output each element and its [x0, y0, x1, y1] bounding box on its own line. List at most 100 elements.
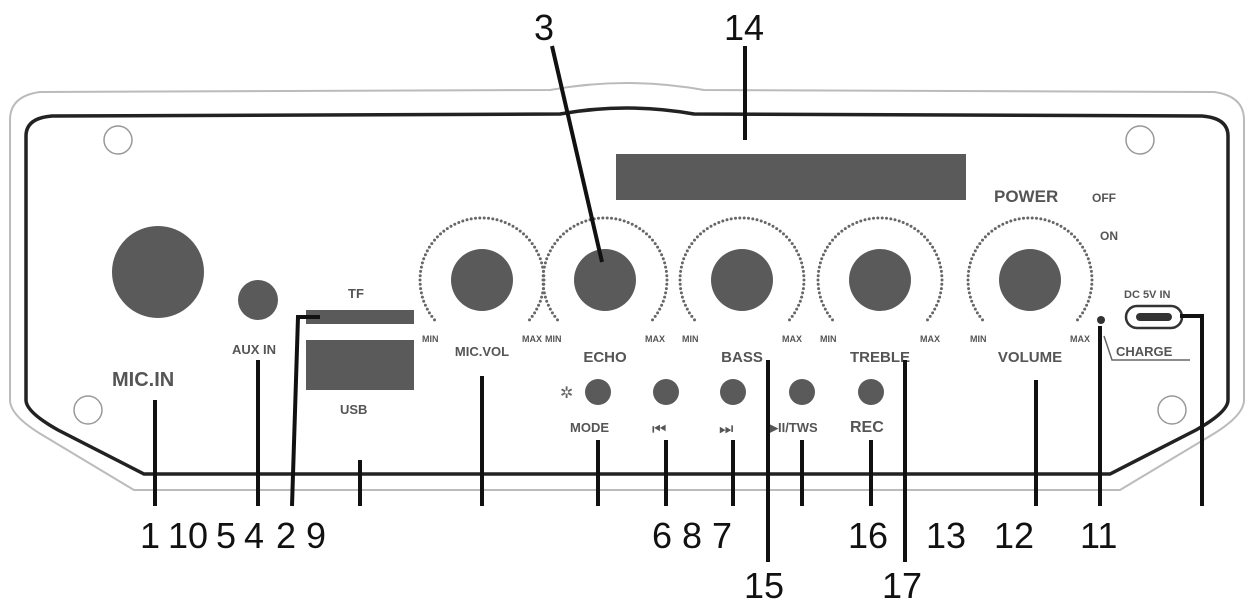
mic-vol-scale-dot — [433, 238, 436, 242]
treble-scale-dot — [820, 257, 824, 261]
bass-knob[interactable] — [711, 249, 773, 311]
mic-vol-scale-dot — [423, 253, 427, 257]
bass-scale-dot — [729, 217, 733, 221]
treble-scale-dot — [825, 311, 829, 315]
bass-scale-dot — [693, 238, 696, 242]
bluetooth-icon: ✲ — [560, 383, 573, 402]
volume-scale-dot — [1043, 218, 1047, 222]
volume-scale-dot — [1078, 242, 1082, 246]
callout-9: 9 — [306, 515, 326, 556]
mic-vol-scale-dot — [419, 287, 423, 291]
usb-label: USB — [340, 402, 367, 417]
callout-5: 5 — [216, 515, 236, 556]
echo-scale-dot — [541, 278, 545, 282]
mic-in-jack[interactable] — [112, 226, 204, 318]
treble-scale-dot — [885, 216, 888, 220]
echo-knob[interactable] — [574, 249, 636, 311]
treble-scale-dot — [926, 238, 929, 242]
echo-scale-dot — [558, 235, 562, 239]
echo-scale-dot — [572, 224, 576, 228]
echo-scale-dot — [664, 287, 668, 291]
mic-vol-scale-dot — [427, 311, 431, 315]
usb-port[interactable] — [306, 340, 414, 390]
bass-scale-dot — [771, 224, 775, 228]
echo-scale-dot — [553, 242, 557, 246]
volume-scale-dot — [1070, 232, 1073, 236]
echo-scale-dot — [664, 291, 668, 295]
mic-vol-scale-dot — [530, 314, 534, 318]
treble-scale-dot — [933, 249, 937, 253]
bass-scale-dot — [678, 274, 682, 278]
bass-scale-dot — [705, 227, 709, 231]
aux-in-jack[interactable] — [238, 280, 278, 320]
bass-scale-dot — [685, 307, 689, 311]
treble-knob[interactable] — [849, 249, 911, 311]
mic-vol-scale-dot — [420, 261, 424, 265]
volume-scale-dot — [978, 314, 982, 318]
rec-button[interactable] — [858, 379, 884, 405]
treble-scale-dot — [828, 242, 832, 246]
mic-vol-knob[interactable] — [451, 249, 513, 311]
volume-scale-dot — [983, 235, 987, 239]
treble-max-label: MAX — [920, 334, 940, 344]
bass-max-label: MAX — [782, 334, 802, 344]
callout-16: 16 — [848, 515, 888, 556]
screw-hole-bottom-left — [73, 395, 103, 425]
bass-scale-dot — [690, 314, 694, 318]
screw-hole-top-right — [1125, 125, 1155, 155]
play-tws-button[interactable] — [789, 379, 815, 405]
mic-vol-scale-dot — [518, 229, 522, 233]
bass-scale-dot — [679, 269, 683, 273]
mic-vol-scale-dot — [435, 235, 439, 239]
volume-scale-dot — [993, 227, 997, 231]
off-label: OFF — [1092, 191, 1116, 205]
mic-vol-scale-dot — [535, 249, 539, 253]
mic-vol-scale-dot — [499, 219, 503, 223]
housing-outline-outer — [9, 82, 1245, 491]
bass-scale-dot — [798, 299, 802, 303]
treble-scale-dot — [940, 282, 944, 286]
treble-scale-dot — [938, 295, 942, 299]
treble-scale-dot — [935, 303, 939, 307]
echo-scale-dot — [543, 295, 547, 299]
mode-button[interactable] — [585, 379, 611, 405]
volume-scale-dot — [987, 232, 990, 236]
mic-in-label: MIC.IN — [112, 369, 174, 391]
callout-1: 1 — [140, 515, 160, 556]
echo-scale-dot — [550, 245, 554, 249]
echo-scale-dot — [548, 307, 552, 311]
next-button[interactable] — [720, 379, 746, 405]
bass-scale-dot — [797, 303, 801, 307]
echo-scale-dot — [605, 216, 609, 220]
echo-scale-dot — [653, 314, 657, 318]
treble-scale-dot — [818, 295, 822, 299]
treble-scale-dot — [833, 235, 837, 239]
prev-button[interactable] — [653, 379, 679, 405]
volume-label: VOLUME — [998, 349, 1062, 366]
mic-vol-scale-dot — [461, 219, 465, 223]
mic-vol-scale-dot — [465, 218, 469, 222]
treble-scale-dot — [876, 216, 880, 220]
volume-scale-dot — [968, 295, 972, 299]
treble-scale-dot — [936, 299, 940, 303]
mic-vol-scale-dot — [419, 291, 423, 295]
volume-knob[interactable] — [999, 249, 1061, 311]
volume-scale-dot — [1030, 216, 1034, 220]
volume-scale-dot — [990, 229, 994, 233]
mic-vol-scale-dot — [419, 265, 423, 269]
play-tws-label: ▶II/TWS — [767, 420, 818, 435]
mode-label: MODE — [570, 420, 609, 435]
treble-scale-dot — [889, 217, 893, 221]
echo-label: ECHO — [583, 349, 627, 366]
mic-vol-scale-dot — [430, 314, 434, 318]
bass-scale-dot — [680, 261, 684, 265]
mic-vol-scale-dot — [418, 278, 422, 282]
bass-scale-dot — [713, 222, 717, 226]
mic-vol-scale-dot — [533, 311, 537, 315]
volume-scale-dot — [971, 303, 975, 307]
bass-scale-dot — [734, 216, 737, 220]
volume-scale-dot — [967, 291, 971, 295]
tf-card-slot[interactable] — [306, 310, 414, 324]
